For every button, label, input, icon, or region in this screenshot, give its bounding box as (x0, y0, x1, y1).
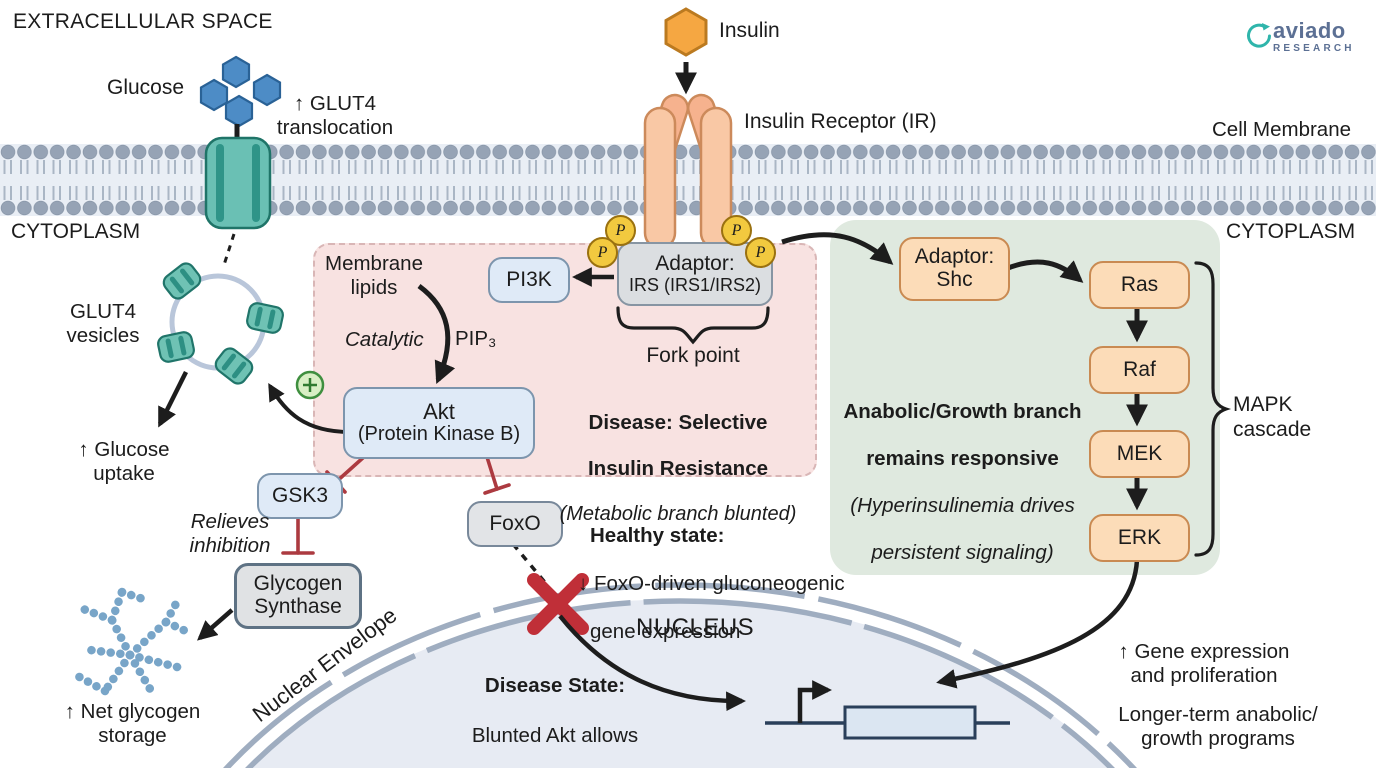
phospho-letter: P (731, 221, 742, 239)
glut4-vesicle-icon (155, 259, 286, 388)
receptor-to-shc-arrow (781, 232, 894, 265)
pip3-catalytic-arrow (417, 283, 456, 385)
node-glycogen-synthase: Glycogen Synthase (234, 563, 362, 629)
label-glut4-translocation: ↑ GLUT4 translocation (276, 92, 394, 139)
glucose-molecules-icon (199, 55, 282, 128)
label-net-glycogen-storage: ↑ Net glycogen storage (64, 700, 201, 747)
brand-subtitle: RESEARCH (1273, 43, 1355, 54)
phospho-badge: P (587, 237, 618, 268)
label-glucose: Glucose (107, 76, 185, 99)
label-healthy-state: Healthy state: ↓ FoxO-driven gluconeogen… (578, 500, 868, 668)
label-fork-point: Fork point (646, 344, 740, 367)
phospho-badge: P (721, 215, 752, 246)
label-anabolic-branch: Anabolic/Growth branch remains responsiv… (840, 376, 1085, 588)
label-insulin-receptor: Insulin Receptor (IR) (744, 110, 937, 133)
text-line: gene expression (590, 620, 741, 643)
lipid-tails-inner (0, 186, 1376, 200)
erk-to-gene-arrow (936, 559, 1140, 689)
node-raf: Raf (1089, 346, 1190, 394)
glycogen-synthesis-arrow (197, 608, 234, 641)
glycogen-granule-icon (69, 587, 195, 699)
node-label: GSK3 (271, 483, 329, 507)
node-adaptor-shc: Adaptor: Shc (899, 237, 1010, 301)
node-label: Raf (1123, 357, 1156, 381)
node-erk: ERK (1089, 514, 1190, 562)
text-line: (Metabolic branch blunted) (559, 503, 797, 525)
label-membrane-lipids: Membrane lipids (325, 252, 423, 299)
label-longer-term: Longer-term anabolic/ growth programs (1118, 703, 1318, 750)
glucose-uptake-arrow (157, 370, 189, 428)
node-label: ERK (1117, 525, 1162, 549)
label-nucleus: NUCLEUS (636, 614, 755, 641)
label-glut4-vesicles: GLUT4 vesicles (66, 300, 140, 347)
label-gene-expression: ↑ Gene expression and proliferation (1118, 640, 1290, 687)
lipid-tails-outer (0, 160, 1376, 174)
shc-to-ras-arrow (1007, 259, 1084, 283)
text-line: Disease: Selective (588, 411, 768, 434)
node-label: FoxO (489, 511, 541, 535)
mapk-cascade-brace (1194, 261, 1232, 557)
text-line: remains responsive (866, 446, 1059, 470)
brand-swoosh-icon (1247, 23, 1271, 48)
insulin-hexagon-icon (664, 7, 708, 57)
gene-transcription-icon (765, 680, 1010, 740)
label-cell-membrane: Cell Membrane (1212, 118, 1351, 141)
label-disease-state: Disease State: Blunted Akt allows FoxO t… (385, 648, 725, 768)
text-line: Healthy state: (590, 524, 725, 547)
brand-name: aviado (1273, 18, 1346, 43)
phospho-letter: P (615, 221, 626, 239)
text-line: Insulin Resistance (587, 457, 768, 480)
lipid-heads-outer (0, 144, 1376, 160)
label-insulin: Insulin (719, 19, 780, 42)
brand-logo: aviado RESEARCH (1243, 20, 1355, 54)
label-cytoplasm-right: CYTOPLASM (1226, 220, 1356, 243)
glut4-channel-icon (204, 136, 272, 230)
node-label: Ras (1120, 272, 1159, 296)
node-akt: Akt (Protein Kinase B) (343, 387, 535, 459)
node-label: Glycogen (253, 572, 343, 596)
node-label: Adaptor: (914, 245, 995, 269)
label-extracellular-space: EXTRACELLULAR SPACE (13, 10, 273, 33)
node-label: IRS (IRS1/IRS2) (628, 274, 762, 295)
node-label: Shc (936, 268, 973, 291)
node-ras: Ras (1089, 261, 1190, 309)
phospho-letter: P (597, 243, 608, 261)
akt-to-vesicle-arrow (268, 382, 351, 434)
node-label: Akt (423, 399, 455, 425)
label-glucose-uptake: ↑ Glucose uptake (78, 438, 170, 485)
label-relieves-inhibition: Relieves inhibition (189, 510, 271, 557)
label-cytoplasm-left: CYTOPLASM (11, 220, 141, 243)
label-pip3: PIP₃ (455, 327, 497, 350)
phospho-letter: P (755, 243, 766, 261)
lipid-heads-inner (0, 200, 1376, 216)
foxo-to-gene-arrow (558, 614, 746, 712)
text-line: Blunted Akt allows (471, 724, 639, 747)
text-line: Anabolic/Growth branch (843, 399, 1082, 423)
text-line: Disease State: (484, 674, 626, 697)
label-disease-selective: Disease: Selective Insulin Resistance (M… (548, 388, 808, 549)
text-line: (Hyperinsulinemia drives (850, 493, 1075, 517)
fork-point-brace (616, 306, 770, 345)
plus-badge-icon (295, 370, 325, 400)
node-label: MEK (1116, 441, 1163, 465)
blocked-entry-x-icon (527, 573, 589, 635)
insulin-receptor-icon (643, 93, 733, 250)
node-gsk3: GSK3 (257, 473, 343, 519)
cell-membrane-bilayer (0, 144, 1376, 216)
text-line: persistent signaling) (871, 540, 1054, 564)
node-label: PI3K (506, 267, 552, 291)
label-mapk-cascade: MAPK cascade (1233, 393, 1312, 441)
label-catalytic: Catalytic (345, 328, 424, 351)
node-label: Adaptor: (655, 251, 735, 275)
phospho-badge: P (745, 237, 776, 268)
node-foxo: FoxO (467, 501, 563, 547)
node-pi3k: PI3K (488, 257, 570, 303)
vesicle-translocation-dashed-line (221, 233, 236, 269)
node-label: (Protein Kinase B) (357, 423, 521, 446)
node-label: Synthase (254, 595, 342, 618)
node-mek: MEK (1089, 430, 1190, 478)
text-line: ↓ FoxO-driven gluconeogenic (578, 572, 845, 595)
